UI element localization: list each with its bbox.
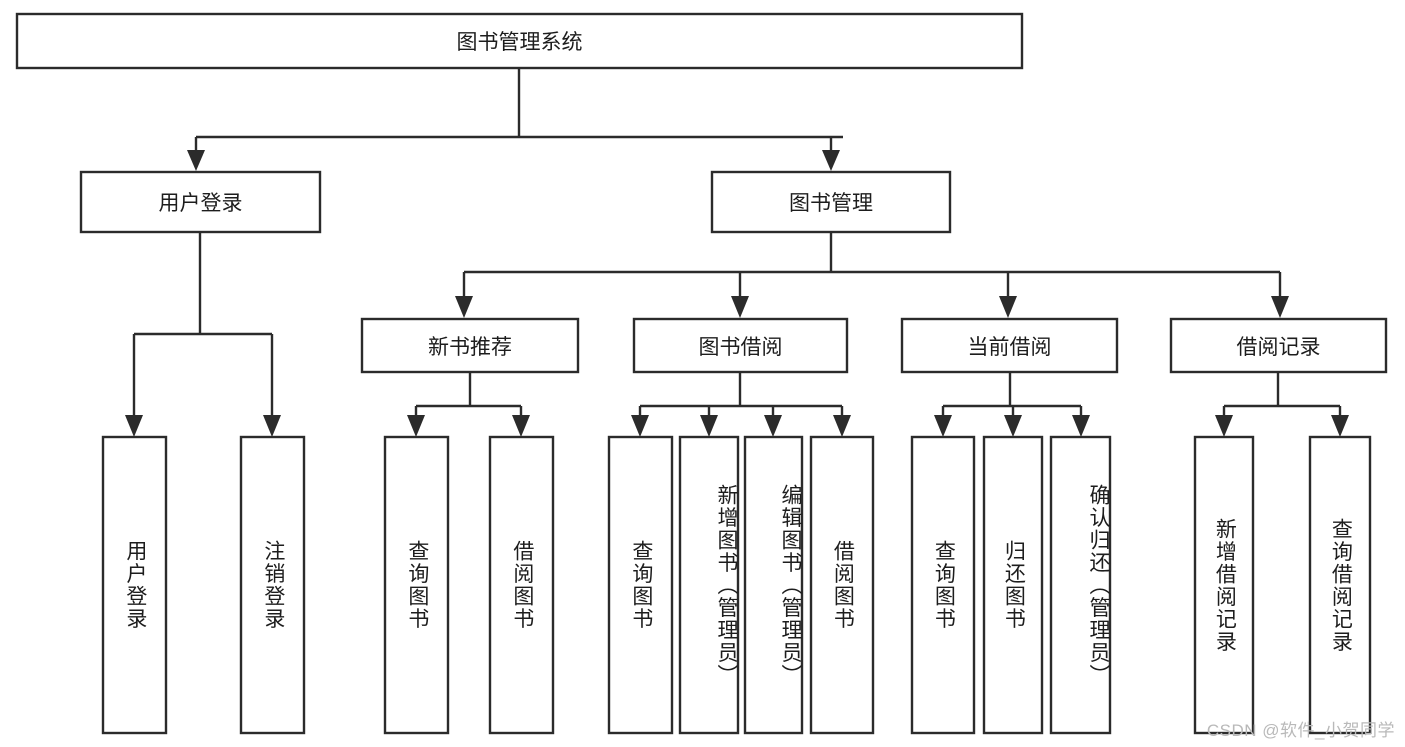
arrow-head-icon — [263, 415, 281, 437]
node-box-new-book-recommend[interactable] — [360, 317, 580, 374]
node-box-leaf-user-login-1[interactable] — [239, 435, 306, 735]
arrow-head-icon — [631, 415, 649, 437]
arrow-head-icon — [1072, 415, 1090, 437]
arrow-head-icon — [1331, 415, 1349, 437]
node-box-leaf-bookborrow-3[interactable] — [809, 435, 875, 735]
arrow-head-icon — [731, 296, 749, 318]
node-box-book-manage[interactable] — [710, 170, 952, 234]
node-box-book-borrow[interactable] — [632, 317, 849, 374]
arrow-head-icon — [822, 150, 840, 171]
arrow-head-icon — [1004, 415, 1022, 437]
arrow-head-icon — [512, 415, 530, 437]
node-box-current-borrow[interactable] — [900, 317, 1119, 374]
node-box-leaf-bookborrow-1[interactable] — [678, 435, 740, 735]
node-box-leaf-user-login-0[interactable] — [101, 435, 168, 735]
arrow-head-icon — [764, 415, 782, 437]
node-box-leaf-borrowrecord-0[interactable] — [1193, 435, 1255, 735]
node-box-leaf-newbook-0[interactable] — [383, 435, 450, 735]
connector-borrowrecord-to-leaves — [1215, 372, 1349, 437]
connector-bookmanage-to-level3 — [455, 232, 1289, 318]
arrow-head-icon — [1271, 296, 1289, 318]
arrow-head-icon — [700, 415, 718, 437]
node-box-leaf-currentborrow-1[interactable] — [982, 435, 1044, 735]
node-box-leaf-currentborrow-0[interactable] — [910, 435, 976, 735]
node-box-leaf-currentborrow-2[interactable] — [1049, 435, 1112, 735]
arrow-head-icon — [833, 415, 851, 437]
arrow-head-icon — [1215, 415, 1233, 437]
connector-root-to-level2 — [187, 68, 843, 171]
arrow-head-icon — [187, 150, 205, 171]
watermark-text: CSDN @软件_小贺同学 — [1206, 721, 1395, 740]
node-box-leaf-bookborrow-2[interactable] — [743, 435, 804, 735]
connector-currentborrow-to-leaves — [934, 372, 1090, 437]
node-box-leaf-borrowrecord-1[interactable] — [1308, 435, 1372, 735]
arrow-head-icon — [999, 296, 1017, 318]
arrow-head-icon — [455, 296, 473, 318]
connector-bookborrow-to-leaves — [631, 372, 851, 437]
connector-newbook-to-leaves — [407, 372, 530, 437]
arrow-head-icon — [407, 415, 425, 437]
arrow-head-icon — [934, 415, 952, 437]
node-box-root[interactable] — [15, 12, 1024, 70]
node-box-borrow-record[interactable] — [1169, 317, 1388, 374]
node-box-leaf-bookborrow-0[interactable] — [607, 435, 674, 735]
connector-userlogin-to-leaves — [125, 232, 281, 437]
arrow-head-icon — [125, 415, 143, 437]
node-box-user-login[interactable] — [79, 170, 322, 234]
node-box-leaf-newbook-1[interactable] — [488, 435, 555, 735]
